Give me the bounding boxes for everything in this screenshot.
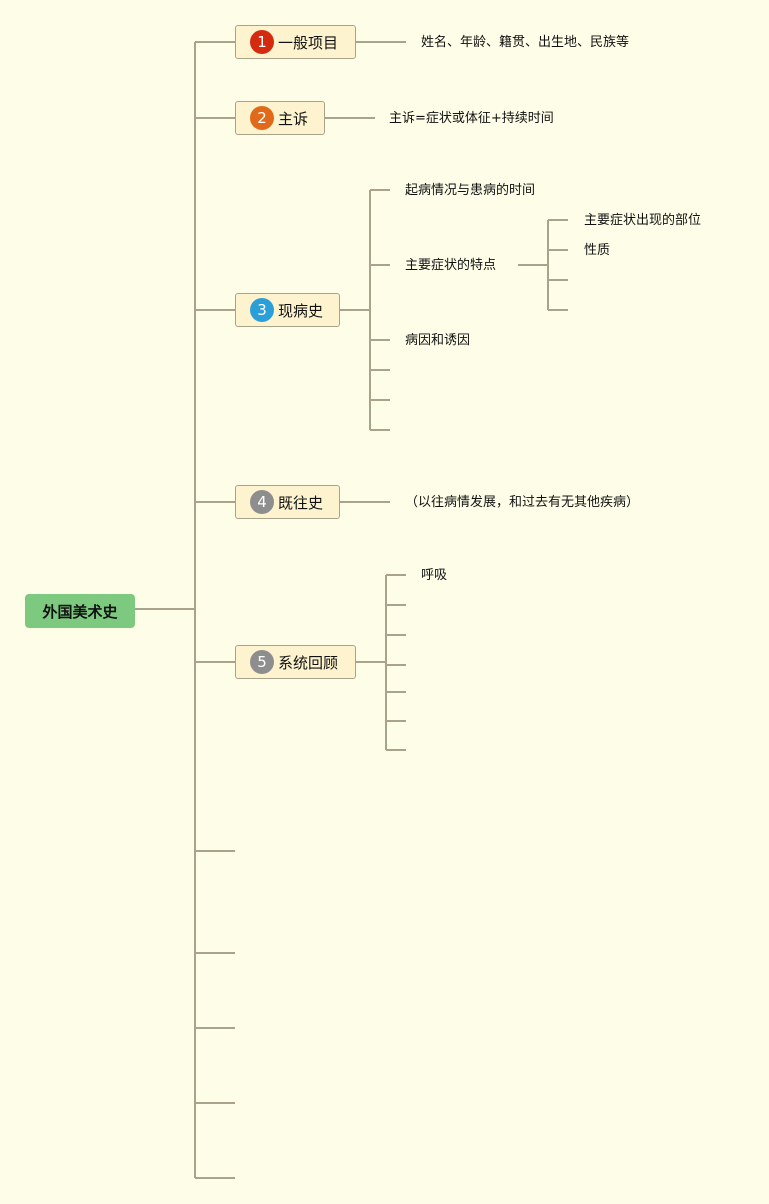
topic-general-items[interactable]: 1 一般项目 (235, 25, 356, 59)
subtopic[interactable]: 病因和诱因 (405, 333, 471, 348)
number-4-icon: 4 (250, 490, 274, 514)
topic-label: 主诉 (278, 109, 309, 128)
topic-label: 系统回顾 (278, 653, 339, 672)
topic-past-history[interactable]: 4 既往史 (235, 485, 340, 519)
number-2-icon: 2 (250, 106, 274, 130)
subtopic[interactable]: 呼吸 (421, 568, 448, 583)
root-label: 外国美术史 (42, 602, 118, 621)
root-topic[interactable]: 外国美术史 (25, 594, 135, 628)
topic-chief-complaint[interactable]: 2 主诉 (235, 101, 325, 135)
topic-label: 既往史 (278, 493, 324, 512)
topic-note[interactable]: 姓名、年龄、籍贯、出生地、民族等 (421, 35, 630, 50)
number-3-icon: 3 (250, 298, 274, 322)
number-1-icon: 1 (250, 30, 274, 54)
subtopic[interactable]: 主要症状的特点 (405, 258, 497, 273)
topic-note[interactable]: （以往病情发展，和过去有无其他疾病） (405, 495, 640, 510)
subtopic[interactable]: 主要症状出现的部位 (584, 213, 702, 228)
number-5-icon: 5 (250, 650, 274, 674)
topic-systems-review[interactable]: 5 系统回顾 (235, 645, 356, 679)
subtopic[interactable]: 性质 (584, 243, 611, 258)
topic-label: 现病史 (278, 301, 324, 320)
topic-label: 一般项目 (278, 33, 339, 52)
topic-present-illness[interactable]: 3 现病史 (235, 293, 340, 327)
topic-note[interactable]: 主诉=症状或体征+持续时间 (389, 111, 554, 126)
subtopic[interactable]: 起病情况与患病的时间 (405, 183, 536, 198)
